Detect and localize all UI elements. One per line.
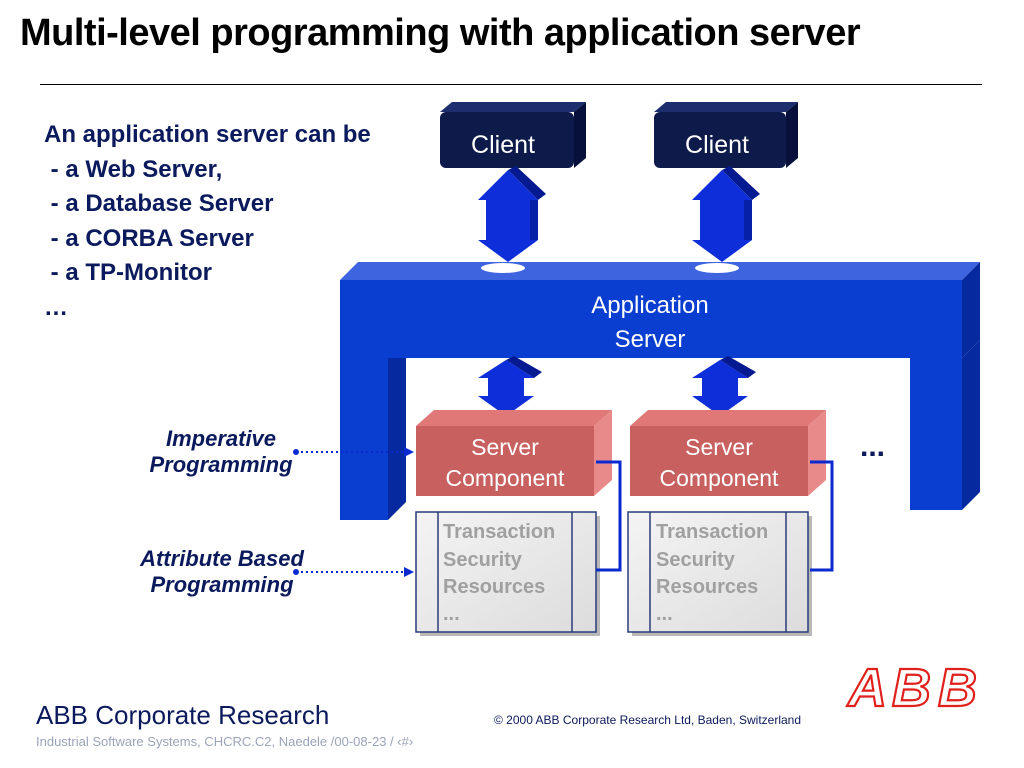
attribute-item: Security — [656, 549, 736, 571]
app-server-right-side — [962, 262, 980, 358]
attribute-item: ... — [656, 603, 673, 625]
component-top — [416, 410, 612, 426]
arrow-body — [478, 360, 534, 416]
right-pillar-side — [962, 340, 980, 510]
imperative-pointer-head — [404, 447, 414, 457]
abb-logo-letter: B — [938, 658, 977, 718]
arrow-body — [478, 170, 538, 262]
left-pillar-side — [388, 358, 406, 520]
attribute-box: Transaction Security Resources ... — [627, 511, 812, 636]
title-divider — [40, 84, 982, 85]
imperative-programming-label: Imperative Programming — [136, 426, 306, 478]
footer-subtitle: Industrial Software Systems, CHCRC.C2, N… — [36, 734, 414, 749]
arrow-body-side — [744, 200, 752, 240]
attribute-item: Resources — [656, 576, 758, 598]
bullet-line: - a TP-Monitor — [44, 259, 212, 286]
component-top — [630, 410, 826, 426]
component-face — [630, 426, 808, 496]
imperative-line-2: Programming — [149, 452, 293, 477]
attribute-item: ... — [443, 603, 460, 625]
component-face — [416, 426, 594, 496]
component-label-2: Component — [660, 465, 780, 491]
arrow-body-side — [508, 166, 546, 200]
app-server-label-2: Server — [615, 326, 686, 353]
server-component: Server Component — [416, 410, 612, 496]
client-face — [654, 112, 786, 168]
client-box: Client — [654, 102, 798, 168]
abb-logo: A B B — [845, 657, 978, 719]
imperative-line-1: Imperative — [165, 426, 277, 451]
bullet-line: - a Web Server, — [44, 155, 223, 183]
footer-organization: ABB Corporate Research — [36, 700, 330, 730]
attribute-item: Transaction — [443, 521, 555, 543]
app-server-front — [340, 280, 962, 358]
left-pillar — [340, 358, 388, 520]
client-label: Client — [471, 131, 535, 159]
attribute-frame — [415, 511, 597, 633]
attribute-line-2: Programming — [150, 572, 294, 597]
server-component-arrow — [692, 356, 756, 416]
arrow-body-side — [530, 200, 538, 240]
arrow-base-ellipse — [481, 263, 525, 273]
client-box: Client — [440, 102, 586, 168]
app-server-top — [340, 262, 980, 280]
abb-logo-letter: B — [892, 658, 931, 718]
arrow-body-side — [722, 166, 760, 200]
imperative-pointer-dot — [293, 449, 299, 455]
bullet-list: An application server can be - a Web Ser… — [44, 118, 371, 325]
app-server-label-1: Application — [591, 292, 708, 319]
client-label: Client — [685, 131, 749, 159]
arrow-base-ellipse — [695, 263, 739, 273]
right-pillar — [910, 358, 962, 510]
attribute-line-1: Attribute Based — [140, 546, 304, 571]
attribute-programming-label: Attribute Based Programming — [122, 546, 322, 598]
component-side — [808, 410, 826, 496]
client-server-arrow — [692, 166, 760, 273]
client-top — [440, 102, 586, 112]
arrow-body — [692, 170, 752, 262]
client-side — [786, 102, 798, 168]
attribute-item: Security — [443, 549, 523, 571]
bullet-line: - a Database Server — [44, 190, 274, 217]
more-components-ellipsis: ... — [860, 430, 885, 463]
bullet-line: … — [44, 293, 68, 321]
attribute-frame — [627, 511, 809, 633]
slide-title: Multi-level programming with application… — [20, 12, 861, 54]
footer-copyright: © 2000 ABB Corporate Research Ltd, Baden… — [494, 713, 802, 727]
server-component-arrow — [478, 356, 542, 416]
client-side — [574, 102, 586, 168]
attribute-pointer-dot — [293, 569, 299, 575]
client-top — [654, 102, 798, 112]
component-attribute-bracket — [596, 460, 622, 572]
component-side — [594, 410, 612, 496]
arrow-body — [692, 360, 748, 416]
bullet-line: An application server can be — [44, 121, 371, 148]
application-server: Application Server — [340, 262, 980, 520]
abb-logo-letter: A — [846, 658, 887, 718]
server-component: Server Component — [630, 410, 826, 496]
attribute-box: Transaction Security Resources ... — [415, 511, 600, 636]
bullet-line: - a CORBA Server — [44, 224, 254, 252]
component-label-2: Component — [446, 465, 566, 491]
arrow-body-side — [720, 356, 756, 378]
component-attribute-bracket — [810, 460, 834, 572]
arrow-body-side — [506, 356, 542, 378]
client-server-arrow — [478, 166, 546, 273]
component-label-1: Server — [685, 434, 753, 460]
attribute-pointer-head — [404, 567, 414, 577]
attribute-item: Transaction — [656, 521, 768, 543]
attribute-item: Resources — [443, 576, 545, 598]
client-face — [440, 112, 574, 168]
component-label-1: Server — [471, 434, 539, 460]
